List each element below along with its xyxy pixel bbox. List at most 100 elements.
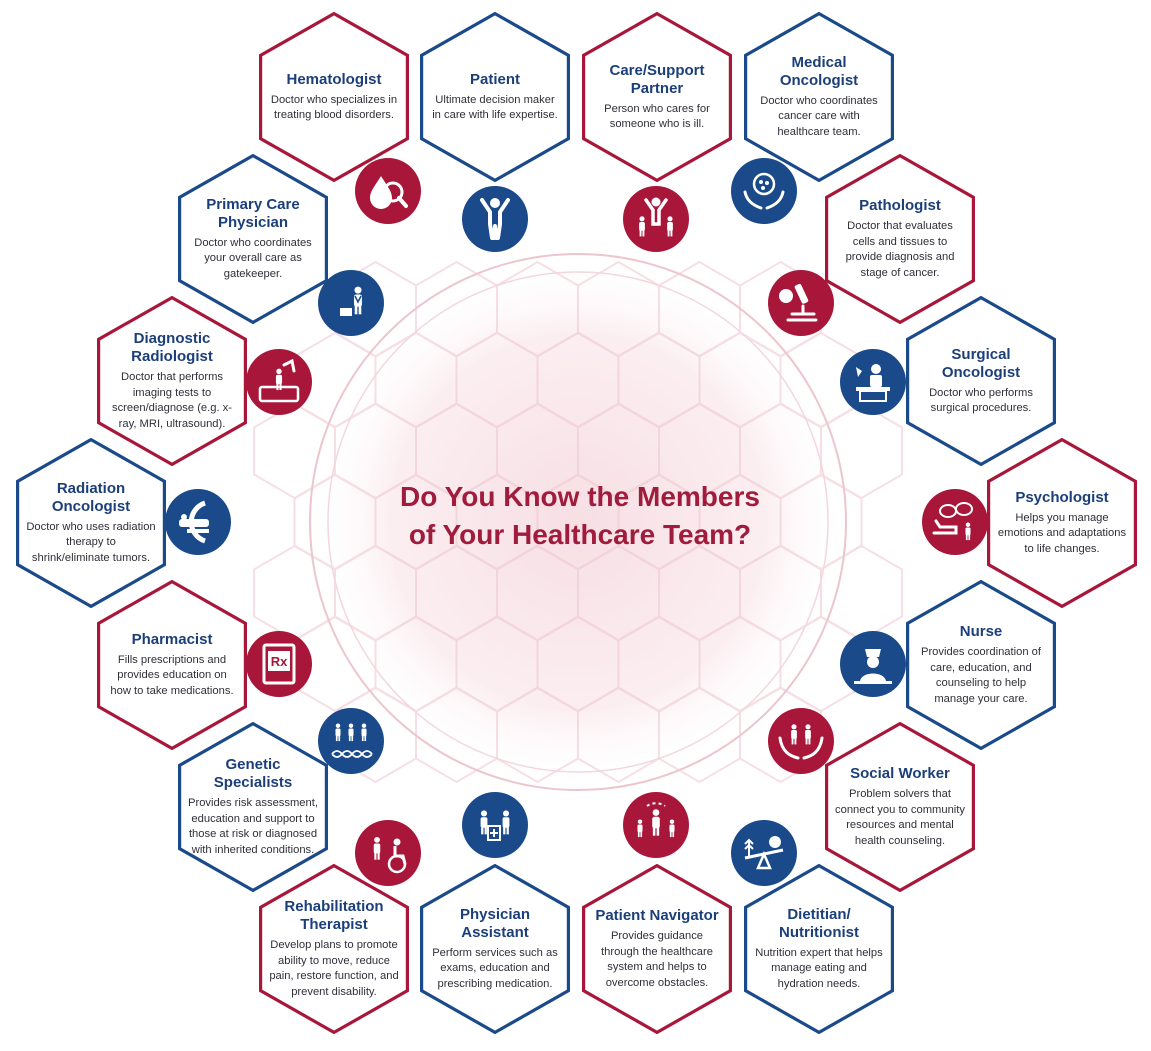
member-title: Nurse — [959, 623, 1003, 640]
member-title: Patient — [469, 70, 520, 88]
hexagon-frame — [825, 154, 975, 324]
hexagon-frame — [97, 580, 247, 750]
surgeon-icon — [840, 349, 906, 415]
hands-family-icon — [768, 708, 834, 774]
hexagon-frame — [582, 12, 732, 182]
member-description: Provides guidance through the healthcare… — [601, 930, 713, 989]
member-title: Hematologist — [286, 70, 382, 88]
hexagon-frame — [987, 438, 1137, 608]
hexagon-frame — [582, 864, 732, 1034]
blood-drop-magnifier-icon — [355, 158, 421, 224]
balance-scale-icon — [731, 820, 797, 886]
navigator-icon — [623, 792, 689, 858]
member-title: Rehabilitation Therapist — [284, 898, 384, 933]
member-title: Psychologist — [1015, 488, 1109, 506]
hexagon-frame — [178, 722, 328, 892]
member-description: Doctor who coordinates cancer care with … — [760, 94, 878, 138]
hexagon-frame — [744, 864, 894, 1034]
member-description: Doctor who uses radiation therapy to shr… — [26, 520, 156, 564]
center-ring-2 — [327, 271, 829, 773]
member-title: Social Worker — [850, 765, 950, 782]
hexagon-frame — [420, 12, 570, 182]
member-description: Problem solvers that connect you to comm… — [835, 788, 965, 847]
hexagon-frame — [97, 296, 247, 466]
family-icon — [623, 186, 689, 252]
member-title: Pathologist — [859, 197, 941, 214]
hands-cell-icon — [731, 158, 797, 224]
member-description: Helps you manage emotions and adaptation… — [997, 511, 1127, 555]
member-description: Doctor who coordinates your overall care… — [194, 236, 312, 280]
physician-assistant-icon — [462, 792, 528, 858]
center-title-line-2: of Your Healthcare Team? — [408, 519, 752, 550]
hexagon-frame — [906, 580, 1056, 750]
member-title: Genetic Specialists — [213, 756, 293, 791]
member-title: Diagnostic Radiologist — [131, 330, 213, 365]
member-description: Develop plans to promote ability to move… — [269, 939, 399, 998]
member-title: Physician Assistant — [459, 905, 531, 941]
member-description: Doctor that evaluates cells and tissues … — [845, 220, 955, 279]
hexagon-frame — [744, 12, 894, 182]
member-title: Dietitian/ Nutritionist — [779, 905, 859, 941]
member-description: Person who cares for someone who is ill. — [604, 102, 710, 131]
center-title: Do You Know the Members of Your Healthca… — [340, 478, 820, 554]
radiation-machine-icon — [165, 489, 231, 555]
member-title: Surgical Oncologist — [941, 345, 1021, 381]
hexagon-frame — [178, 154, 328, 324]
hexagon-frame — [16, 438, 166, 608]
member-description: Doctor who performs surgical procedures. — [929, 386, 1033, 415]
member-title: Medical Oncologist — [779, 53, 859, 89]
wheelchair-icon — [355, 820, 421, 886]
nurse-icon — [840, 631, 906, 697]
center-glow — [310, 254, 846, 790]
member-title: Care/Support Partner — [609, 61, 705, 97]
member-title: Patient Navigator — [595, 907, 719, 924]
member-description: Fills prescriptions and provides educati… — [110, 653, 234, 697]
member-title: Primary Care Physician — [206, 195, 300, 231]
svg-text:Rx: Rx — [271, 654, 288, 669]
doctor-family-icon — [318, 270, 384, 336]
member-description: Nutrition expert that helps manage eatin… — [755, 946, 883, 990]
center-title-line-1: Do You Know the Members — [400, 481, 760, 512]
member-description: Doctor who specializes in treating blood… — [270, 93, 398, 122]
prescription-icon: Rx — [246, 631, 312, 697]
center-ring-1 — [309, 253, 847, 791]
therapy-couch-icon — [922, 489, 988, 555]
member-title: Radiation Oncologist — [51, 479, 131, 515]
